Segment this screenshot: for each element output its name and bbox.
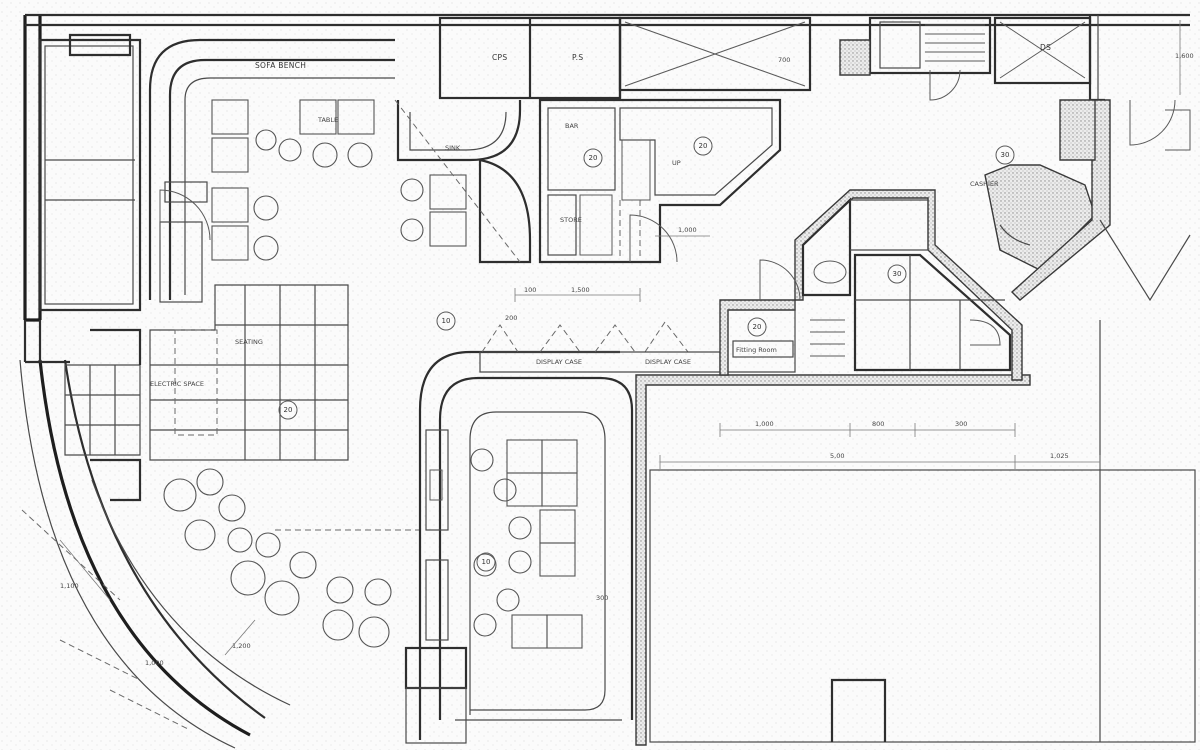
- dim-1200: 1,200: [232, 642, 251, 650]
- room-tag-2: 20: [589, 154, 598, 162]
- exterior-walls: [19, 13, 1190, 749]
- label-store: STORE: [560, 216, 582, 224]
- tables-inside-counter: [470, 439, 583, 649]
- dim-100: 100: [524, 286, 536, 294]
- label-cps: CPS: [492, 53, 507, 62]
- dim-1025: 1,025: [1050, 452, 1069, 460]
- label-sofa-bench: SOFA BENCH: [255, 61, 306, 70]
- door-swings: [159, 69, 1191, 302]
- round-tables-lower-left: [163, 468, 425, 648]
- dim-300: 300: [955, 420, 967, 428]
- label-ps: P.S: [572, 53, 583, 62]
- room-tag-7: 20: [753, 323, 762, 331]
- dim-1000c: 1,000: [145, 659, 164, 667]
- label-display-case-1: DISPLAY CASE: [536, 358, 582, 366]
- label-sink: SINK: [445, 144, 461, 152]
- electric-space-grid: ELECTRIC SPACE SEATING: [149, 284, 349, 461]
- room-tag-6: 30: [893, 270, 902, 278]
- dim-1600: 1,600: [1175, 52, 1194, 60]
- dim-200: 200: [505, 314, 517, 322]
- label-bar: BAR: [565, 122, 579, 130]
- room-tag-4: 20: [284, 406, 293, 414]
- dim-1100: 1,100: [60, 582, 79, 590]
- label-seating: SEATING: [235, 338, 263, 346]
- central-u-counter: [404, 350, 634, 744]
- kitchen-block: BAR STORE UP: [538, 98, 782, 264]
- dim-1500: 1,500: [571, 286, 590, 294]
- label-ds: DS: [1040, 43, 1051, 52]
- room-tag-5: 10: [482, 558, 491, 566]
- label-table: TABLE: [317, 116, 338, 124]
- cashier-counter: CASHIER: [970, 180, 1031, 246]
- left-entry-grid: [64, 328, 142, 502]
- label-up: UP: [672, 159, 681, 167]
- fitting-rooms: Fitting Room: [727, 197, 1012, 373]
- label-fitting-room: Fitting Room: [736, 346, 777, 354]
- sofa-bench-area: SOFA BENCH: [148, 38, 395, 303]
- dim-500: 5,00: [830, 452, 844, 460]
- counter-top-centre: SINK: [394, 99, 532, 264]
- room-tag-8: 30: [1001, 151, 1010, 159]
- room-tags: 10 20 20 20 10 30 20 30: [278, 136, 1015, 572]
- room-tag-1: 10: [442, 317, 451, 325]
- dimension-lines: [59, 20, 1181, 656]
- dim-1000b: 1,000: [755, 420, 774, 428]
- dim-1000: 1,000: [678, 226, 697, 234]
- label-cashier: CASHIER: [970, 180, 999, 188]
- dim-300b: 300: [596, 594, 608, 602]
- open-area-right: [649, 320, 1196, 743]
- label-display-case-2: DISPLAY CASE: [645, 358, 691, 366]
- room-tag-3: 20: [699, 142, 708, 150]
- label-electric-space: ELECTRIC SPACE: [150, 380, 204, 388]
- table-cluster-top-left: TABLE: [211, 99, 375, 261]
- dim-800: 800: [872, 420, 884, 428]
- dim-700: 700: [778, 56, 790, 64]
